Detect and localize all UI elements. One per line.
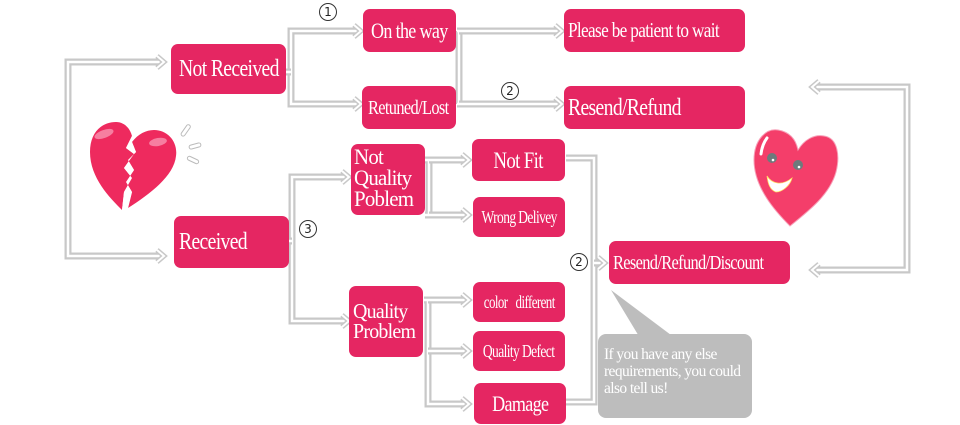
step-badge-3: 3 xyxy=(299,220,317,238)
edge-start-bracket xyxy=(64,58,162,260)
step-badge-2-bottom: 2 xyxy=(570,253,588,271)
node-resend-refund-discount: Resend/Refund/Discount xyxy=(609,241,790,284)
node-not-received: Not Received xyxy=(171,44,286,94)
edge-quality-split xyxy=(424,296,466,408)
node-on-the-way: On the way xyxy=(363,9,456,52)
node-received: Received xyxy=(174,216,289,268)
step-badge-2-top: 2 xyxy=(501,82,519,100)
edge-received-split xyxy=(288,173,346,325)
node-resend-refund: Resend/Refund xyxy=(564,86,745,129)
broken-heart-icon xyxy=(90,122,202,210)
node-quality-defect: Quality Defect xyxy=(473,331,565,371)
note-bubble: If you have any else requirements, you c… xyxy=(598,334,752,418)
edge-to-discount xyxy=(566,154,602,406)
node-please-wait: Please be patient to wait xyxy=(564,9,745,52)
bubble-tail xyxy=(611,290,675,338)
edge-not-quality-split xyxy=(425,156,466,219)
node-returned-lost: Retuned/Lost xyxy=(362,86,456,129)
edge-end-bracket xyxy=(815,83,911,274)
node-not-quality-problem: Not Quality Poblem xyxy=(351,144,425,215)
node-color-different: color different xyxy=(473,282,565,322)
edge-shipping-outcomes xyxy=(455,27,560,108)
node-wrong-delivery: Wrong Delivey xyxy=(473,197,565,237)
step-badge-1: 1 xyxy=(319,3,337,21)
node-quality-problem: Quality Problem xyxy=(349,286,423,357)
edge-not-received-split xyxy=(282,27,358,108)
node-damage: Damage xyxy=(474,383,566,424)
smiling-heart-icon xyxy=(753,129,839,227)
note-text: If you have any else requirements, you c… xyxy=(604,346,741,397)
node-not-fit: Not Fit xyxy=(472,139,565,181)
